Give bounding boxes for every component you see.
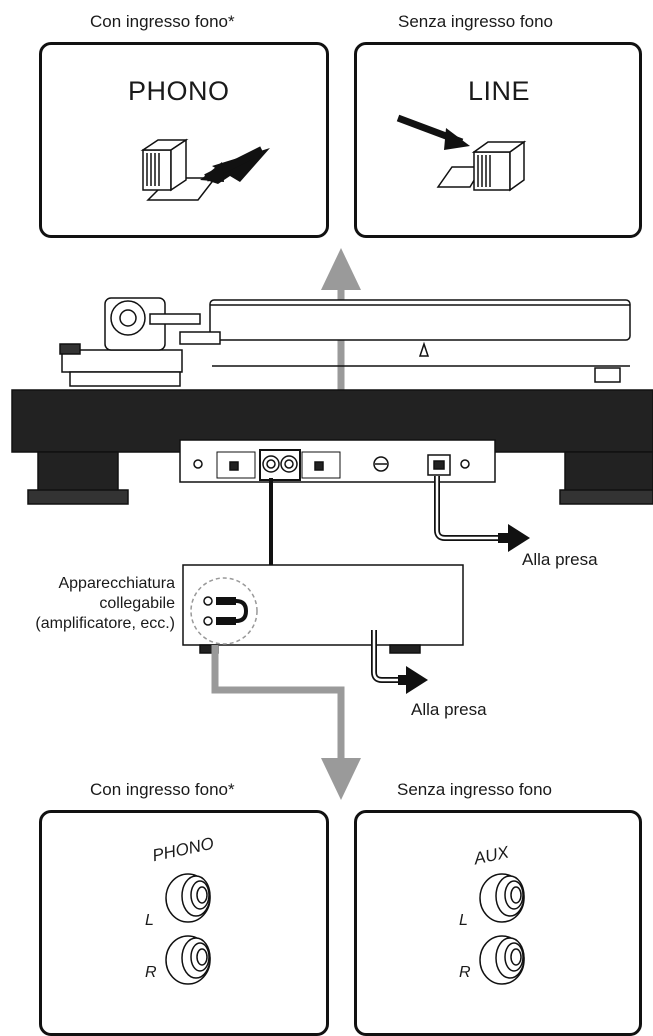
amplifier-jack-highlight xyxy=(190,577,258,645)
turntable-top xyxy=(59,297,631,387)
turntable-body xyxy=(11,389,653,505)
gray-down-arrow-line xyxy=(211,645,345,765)
phono-selector-label: PHONO xyxy=(128,76,230,106)
turntable-power-cord xyxy=(434,476,510,541)
phono-rca-jacks xyxy=(165,873,211,985)
gray-down-arrowhead xyxy=(321,758,361,800)
amplifier-label-line-1: Apparecchiatura xyxy=(58,575,175,592)
gray-up-arrowhead xyxy=(321,248,361,290)
turntable-outlet-arrow xyxy=(508,524,530,552)
phono-switch-illustration xyxy=(140,138,217,201)
top-left-caption: Con ingresso fono* xyxy=(90,12,235,31)
turntable-outlet-label: Alla presa xyxy=(522,550,598,569)
phono-right-channel-label: R xyxy=(145,964,157,981)
bottom-left-caption: Con ingresso fono* xyxy=(90,780,235,799)
line-selector-panel xyxy=(354,42,642,238)
line-selector-label: LINE xyxy=(468,76,531,106)
top-right-caption: Senza ingresso fono xyxy=(398,12,553,31)
amplifier-outlet-arrow xyxy=(406,666,428,694)
phono-input-panel xyxy=(39,810,329,1036)
bottom-right-caption: Senza ingresso fono xyxy=(397,780,552,799)
aux-left-channel-label: L xyxy=(459,912,468,929)
aux-input-panel xyxy=(354,810,642,1036)
aux-right-channel-label: R xyxy=(459,964,471,981)
line-switch-illustration xyxy=(436,140,527,192)
phono-left-channel-label: L xyxy=(145,912,154,929)
amplifier-label-line-2: collegabile xyxy=(99,595,175,612)
aux-rca-jacks xyxy=(479,873,525,985)
amplifier-outlet-label: Alla presa xyxy=(411,700,487,719)
amplifier-label-line-3: (amplificatore, ecc.) xyxy=(35,615,175,632)
amplifier-label: Apparecchiatura collegabile (amplificato… xyxy=(35,574,175,634)
